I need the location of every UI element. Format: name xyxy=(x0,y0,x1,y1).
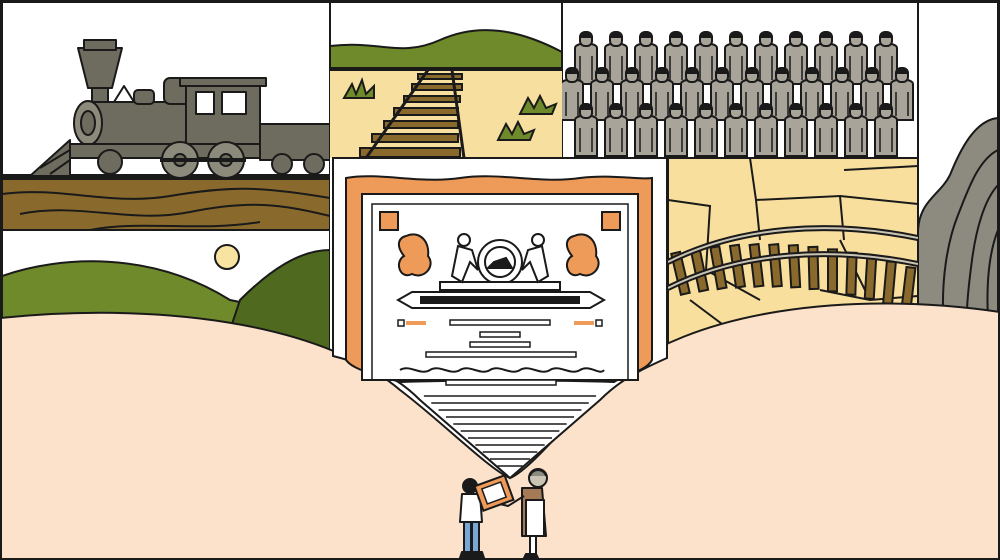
rock-cliff-icon xyxy=(918,116,998,361)
worker-figure xyxy=(814,103,838,157)
worker-figure xyxy=(664,31,688,85)
green-hill xyxy=(330,29,562,71)
sun-icon xyxy=(214,244,240,270)
worker-figure xyxy=(724,31,748,85)
worker-figure xyxy=(634,31,658,85)
tracks-desert-panel xyxy=(330,2,562,158)
worker-figure xyxy=(844,103,868,157)
person-right-icon xyxy=(499,468,548,559)
worker-figure xyxy=(770,67,794,121)
worker-figure xyxy=(784,31,808,85)
worker-figure xyxy=(860,67,884,121)
railroad-tracks-icon xyxy=(359,69,466,158)
soil-ground xyxy=(2,177,330,230)
workers-panel xyxy=(562,2,918,158)
worker-figure xyxy=(694,31,718,85)
rail-tie xyxy=(863,255,878,301)
rail-tie xyxy=(826,248,839,293)
worker-figure xyxy=(694,103,718,157)
worker-figure xyxy=(664,103,688,157)
worker-figure xyxy=(604,103,628,157)
rail-tie xyxy=(787,243,802,289)
worker-figure xyxy=(634,103,658,157)
worker-figure xyxy=(830,67,854,121)
map-railway-icon xyxy=(668,225,918,311)
crowd-of-workers-icon xyxy=(562,31,914,157)
worker-figure xyxy=(874,103,898,157)
worker-figure xyxy=(874,31,898,85)
worker-figure xyxy=(740,67,764,121)
worker-figure xyxy=(754,103,778,157)
worker-figure xyxy=(890,67,914,121)
rail-tie xyxy=(807,245,820,291)
framed-picture-icon xyxy=(473,474,515,512)
steam-locomotive-icon xyxy=(29,39,330,179)
worker-figure xyxy=(754,31,778,85)
worker-figure xyxy=(800,67,824,121)
locomotive-panel xyxy=(2,2,330,230)
worker-figure xyxy=(650,67,674,121)
worker-figure xyxy=(724,103,748,157)
worker-figure xyxy=(844,31,868,85)
worker-figure xyxy=(604,31,628,85)
rail-tie xyxy=(748,242,765,288)
worker-figure xyxy=(562,67,584,121)
stock-certificate-panel xyxy=(332,157,668,480)
worker-figure xyxy=(814,31,838,85)
rail-tie xyxy=(845,251,858,296)
worker-figure xyxy=(590,67,614,121)
worker-figure xyxy=(680,67,704,121)
worker-figure xyxy=(620,67,644,121)
worker-figure xyxy=(710,67,734,121)
worker-figure xyxy=(784,103,808,157)
desert-shrub-icon xyxy=(342,77,558,141)
certificate-icon xyxy=(345,175,653,386)
rail-tie xyxy=(670,250,691,296)
worker-figure xyxy=(574,31,598,85)
worker-figure xyxy=(574,103,598,157)
